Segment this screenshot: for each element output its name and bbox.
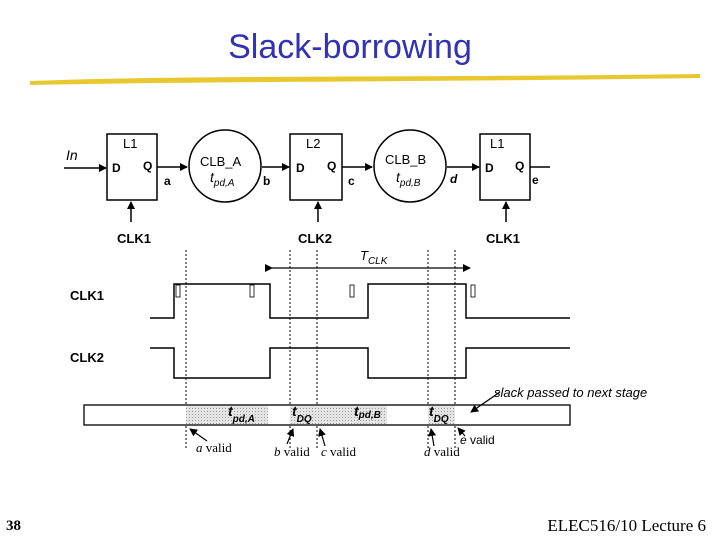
latch-l2-d: D: [296, 161, 305, 175]
node-a-label: a: [164, 174, 171, 188]
edge-marker: [175, 284, 181, 298]
e-valid-arrow: [457, 427, 466, 437]
edge-marker: [349, 284, 355, 298]
node-d-label: d: [450, 172, 458, 186]
e-valid-label: e valid: [460, 433, 495, 447]
segment-label: tDQ: [429, 403, 449, 425]
d-valid-label: d valid: [424, 444, 460, 459]
circuit: In L1 D Q CLK1 a CLB_A tpd,A b L2 D Q CL…: [64, 129, 550, 246]
latch-l3-name: L1: [490, 136, 504, 151]
latch-l3-clock: CLK1: [486, 231, 520, 246]
segment-label: tDQ: [292, 403, 312, 425]
clk2-waveform: [150, 347, 570, 379]
clb-b-name: CLB_B: [385, 152, 426, 167]
node-e-label: e: [532, 173, 539, 187]
clb-b-delay: tpd,B: [396, 169, 421, 189]
segment-tdq-2: [428, 406, 455, 424]
slack-arrow: [470, 391, 501, 413]
latch-l1-d: D: [112, 161, 121, 175]
clk2-waveform-label: CLK2: [70, 350, 104, 365]
clk1-waveform-label: CLK1: [70, 288, 104, 303]
edge-marker: [249, 284, 255, 298]
slack-note: slack passed to next stage: [494, 385, 647, 400]
input-label: In: [66, 147, 78, 163]
node-b-label: b: [263, 174, 270, 188]
d-valid-arrow: [428, 428, 437, 447]
a-valid-arrow: [189, 428, 208, 442]
time-guides: [185, 250, 456, 450]
segment-label: tpd,B: [354, 403, 381, 421]
clb-a-delay: tpd,A: [210, 169, 235, 189]
clb-a: [188, 129, 262, 203]
c-valid-arrow: [318, 428, 326, 447]
latch-l3-d: D: [485, 161, 494, 175]
latch-l1-clock: CLK1: [117, 231, 151, 246]
latch-l3-q: Q: [515, 159, 524, 173]
timing-diagram: TCLK CLK1 CLK2 tpd,A tDQ tpd,B tDQ slack: [70, 248, 647, 459]
latch-l2-name: L2: [306, 136, 320, 151]
b-valid-label: b valid: [274, 444, 310, 459]
period-label: TCLK: [360, 248, 389, 267]
slide-title: Slack-borrowing: [228, 28, 472, 66]
b-valid-arrow: [286, 428, 295, 445]
latch-l1-name: L1: [123, 136, 137, 151]
clb-b: [373, 129, 447, 203]
c-valid-label: c valid: [321, 444, 357, 459]
a-valid-label: a valid: [196, 440, 232, 455]
title-underline: [30, 74, 700, 85]
segment-tdq-1: [290, 406, 317, 424]
clb-a-name: CLB_A: [200, 154, 242, 169]
edge-marker: [470, 284, 476, 298]
slide-footer: ELEC516/10 Lecture 6: [547, 516, 706, 535]
latch-l1-q: Q: [143, 159, 152, 173]
segment-tpd-a: [186, 406, 268, 424]
latch-l2-q: Q: [327, 159, 336, 173]
clk1-waveform: [150, 283, 570, 319]
slide-number: 38: [6, 518, 21, 534]
segment-tpd-b: [317, 406, 387, 424]
segment-label: tpd,A: [228, 403, 255, 425]
latch-l2-clock: CLK2: [298, 231, 332, 246]
node-c-label: c: [348, 174, 355, 188]
